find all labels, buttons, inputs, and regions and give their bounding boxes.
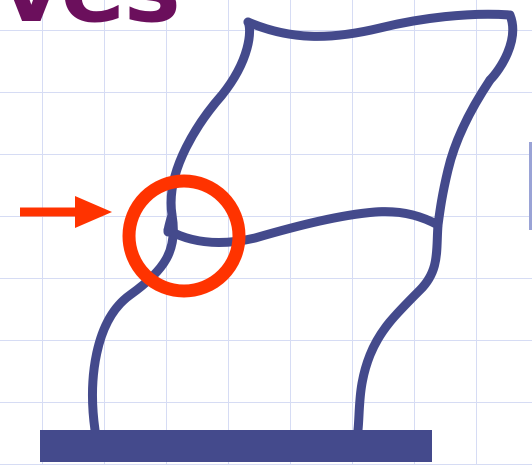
right-column (353, 75, 495, 435)
joint-connector (163, 210, 177, 237)
top-beam (243, 9, 518, 85)
middle-beam (163, 207, 443, 248)
slide-title-fragment: ves (0, 0, 181, 36)
joint-highlight-circle-icon (122, 174, 246, 298)
edge-stripe (529, 142, 532, 230)
ground-base (40, 430, 432, 462)
arrow-right-icon (20, 196, 112, 228)
